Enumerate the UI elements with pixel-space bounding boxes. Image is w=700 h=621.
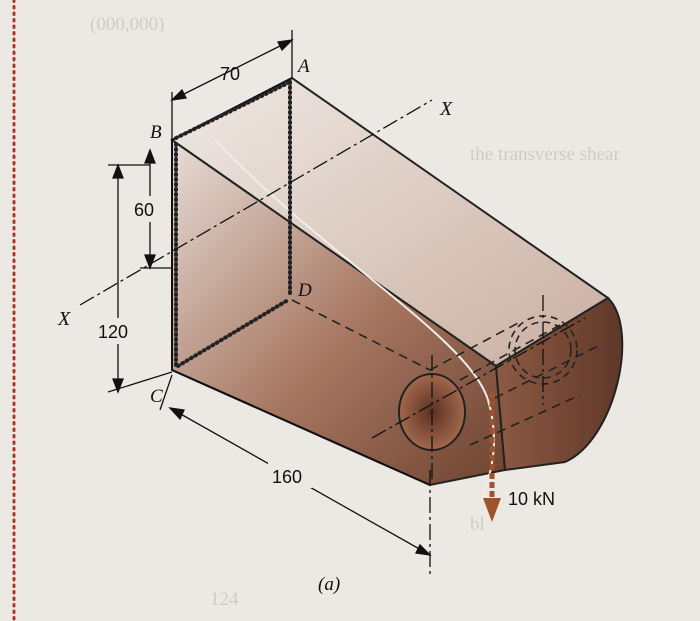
point-label-c: C [150,386,163,407]
dim-60-label-bg [132,196,162,222]
point-label-b: B [150,122,162,143]
visible-edges [171,77,431,486]
svg-text:(000,000): (000,000) [90,14,164,35]
point-label-a: A [296,56,310,77]
centre-lines [79,99,586,575]
dim-label-60: 60 [134,200,154,220]
axis-label-x-right: X [439,98,453,120]
point-label-d: D [297,280,312,301]
weld-beads [174,80,292,368]
dim-label-120: 120 [98,322,128,342]
bracket-rounded-end [494,296,624,472]
svg-text:124: 124 [210,589,239,610]
axis-label-x-left: X [57,308,71,330]
svg-text:the transverse shear: the transverse shear [470,144,620,165]
load-arrow [483,392,501,522]
load-label: 10 kN [508,489,555,509]
hidden-edges [291,299,601,446]
dimension-70 [170,30,294,140]
dim-label-70: 70 [220,64,240,84]
dimension-120 [107,163,173,394]
figure-caption: (a) [318,574,340,595]
dim-160-label-bg [268,462,312,488]
svg-text:bl: bl [470,514,485,535]
dim-label-160: 160 [272,467,302,487]
dim-120-label-bg [96,318,138,344]
